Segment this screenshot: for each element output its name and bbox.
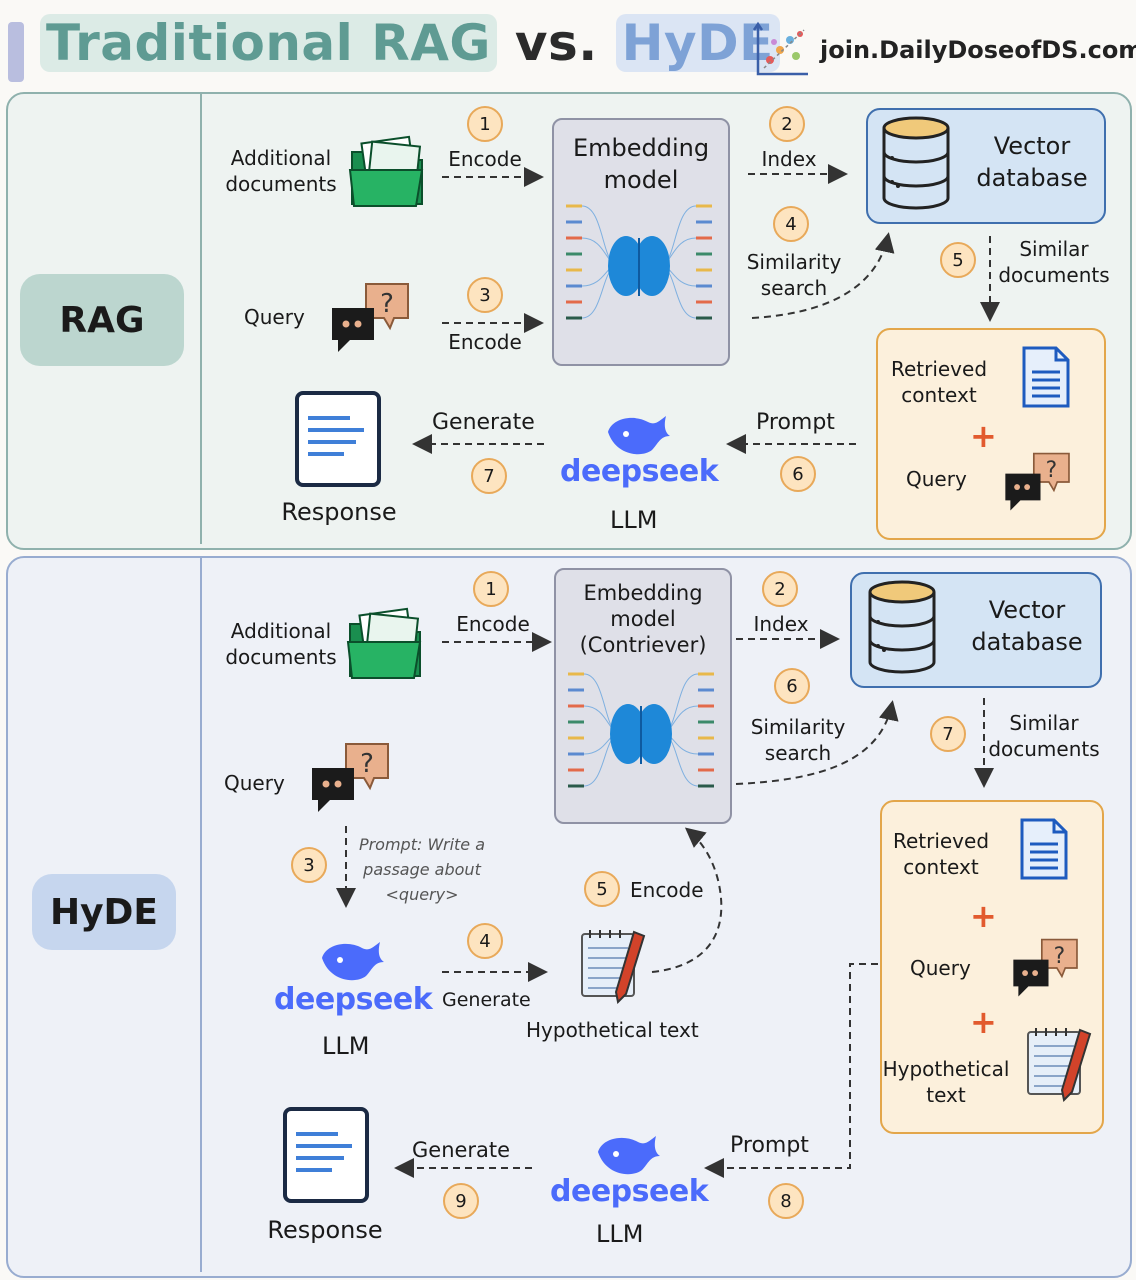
rag-step-3-badge: 3 <box>467 277 503 313</box>
hyde-prompt-note: Prompt: Write a passage about <query> <box>358 835 486 904</box>
hyde-step-3-badge: 3 <box>291 847 327 883</box>
title-rag: Traditional RAG <box>40 14 497 72</box>
hyde-vector-database-label: Vector database <box>971 596 1083 656</box>
rag-plus-icon: + <box>970 417 997 455</box>
hyde-brain-network-icon <box>568 672 714 788</box>
hyde-step-6-badge: 6 <box>774 668 810 704</box>
rag-vector-database-label: Vector database <box>976 132 1088 192</box>
hyde-additional-documents-label: Additional documents <box>225 619 337 669</box>
hyde-query-chat-icon: ? <box>312 743 389 812</box>
hyde-step-5-badge: 5 <box>584 871 620 907</box>
hyde-encode-1-label: Encode <box>456 612 530 636</box>
hyde-response-label: Response <box>267 1216 383 1244</box>
rag-similar-documents-label: Similar documents <box>998 237 1110 287</box>
rag-deepseek-logo: deepseek <box>560 454 719 489</box>
hyde-encode-5-label: Encode <box>630 878 704 902</box>
hyde-llm-label-2: LLM <box>596 1220 644 1248</box>
hyde-hypothetical-notepad-icon <box>581 930 646 1004</box>
rag-retrieved-context-label: Retrieved context <box>890 357 988 407</box>
rag-query-label: Query <box>244 305 305 329</box>
rag-step-6-badge: 6 <box>780 456 816 492</box>
hyde-plus-icon-1: + <box>970 897 997 935</box>
hyde-arrow-prompt <box>704 963 878 1178</box>
hyde-embedding-model-box <box>554 568 732 824</box>
rag-context-query-label: Query <box>906 467 967 491</box>
hyde-query-label: Query <box>224 771 285 795</box>
hyde-step-9-badge: 9 <box>443 1183 479 1219</box>
hyde-step-7-badge: 7 <box>930 716 966 752</box>
rag-arrow-similarity-search <box>751 232 895 319</box>
hyde-embedding-model-label: Embedding model (Contriever) <box>579 581 707 657</box>
rag-step-5-badge: 5 <box>940 242 976 278</box>
hyde-deepseek-whale-icon <box>322 942 384 981</box>
hyde-deepseek-whale-icon-2 <box>598 1136 660 1175</box>
hyde-step-8-badge: 8 <box>768 1183 804 1219</box>
hyde-context-hypothetical-label: Hypothetical text <box>882 1057 1010 1107</box>
rag-deepseek-whale-icon <box>608 416 670 455</box>
rag-folder-icon <box>348 135 424 207</box>
svg-text:?: ? <box>1046 458 1058 483</box>
site-url[interactable]: join.DailyDoseofDS.com <box>820 36 1136 64</box>
rag-llm-label: LLM <box>610 506 658 534</box>
rag-divider <box>200 94 202 544</box>
hyde-similarity-search-label: Similarity search <box>750 715 846 765</box>
hyde-database-icon <box>868 580 936 674</box>
rag-encode-3-label: Encode <box>448 330 522 354</box>
rag-response-label: Response <box>281 498 397 526</box>
svg-text:?: ? <box>360 749 374 779</box>
hyde-document-icon <box>1020 818 1068 880</box>
rag-step-2-badge: 2 <box>769 106 805 142</box>
rag-section-label: RAG <box>20 274 184 366</box>
hyde-generate-9-label: Generate <box>412 1138 511 1162</box>
rag-prompt-label: Prompt <box>756 410 835 435</box>
rag-response-document-icon <box>295 391 381 487</box>
rag-embedding-model-box <box>552 118 730 366</box>
hyde-generate-4-label: Generate <box>442 989 531 1011</box>
hyde-similar-documents-label: Similar documents <box>988 711 1100 761</box>
rag-generate-label: Generate <box>432 410 535 435</box>
rag-step-7-badge: 7 <box>471 458 507 494</box>
hyde-deepseek-logo-2: deepseek <box>550 1174 709 1209</box>
hyde-arrow-encode-5 <box>651 827 723 973</box>
hyde-plus-icon-2: + <box>970 1003 997 1041</box>
hyde-retrieved-context-label: Retrieved context <box>892 829 990 879</box>
hyde-llm-label: LLM <box>322 1032 370 1060</box>
hyde-context-query-label: Query <box>910 956 971 980</box>
title-hyde: HyDE <box>615 14 780 72</box>
svg-text:?: ? <box>1054 944 1066 969</box>
hyde-step-2-badge: 2 <box>762 571 798 607</box>
hyde-step-4-badge: 4 <box>467 923 503 959</box>
hyde-deepseek-logo: deepseek <box>274 982 433 1017</box>
hyde-hypothetical-text-label: Hypothetical text <box>526 1018 699 1042</box>
hyde-section-label: HyDE <box>32 874 176 950</box>
page-title: Traditional RAG vs. HyDE <box>40 14 780 72</box>
svg-text:?: ? <box>380 289 394 319</box>
rag-query-chat-icon: ? <box>332 283 409 352</box>
rag-step-1-badge: 1 <box>467 106 503 142</box>
hyde-index-label: Index <box>753 612 809 636</box>
hyde-arrow-similarity-search <box>735 700 899 785</box>
title-accent-bar <box>8 22 24 82</box>
scatter-logo-icon <box>752 21 808 76</box>
hyde-step-1-badge: 1 <box>473 571 509 607</box>
hyde-context-chat-icon: ? <box>1013 938 1078 997</box>
hyde-prompt-label: Prompt <box>730 1133 809 1158</box>
rag-document-icon <box>1022 346 1070 408</box>
hyde-context-notepad-icon <box>1027 1028 1092 1102</box>
hyde-response-document-icon <box>283 1107 369 1203</box>
rag-brain-network-icon <box>566 204 712 320</box>
rag-index-label: Index <box>761 147 817 171</box>
rag-database-icon <box>882 116 950 210</box>
hyde-folder-icon <box>346 607 422 679</box>
hyde-divider <box>200 558 202 1272</box>
rag-similarity-search-label: Similarity search <box>746 250 842 300</box>
rag-context-chat-icon: ? <box>1005 452 1070 511</box>
title-vs: vs. <box>514 14 598 72</box>
rag-additional-documents-label: Additional documents <box>225 146 337 196</box>
rag-embedding-model-label: Embedding model <box>572 134 710 194</box>
rag-encode-1-label: Encode <box>448 147 522 171</box>
rag-step-4-badge: 4 <box>773 206 809 242</box>
